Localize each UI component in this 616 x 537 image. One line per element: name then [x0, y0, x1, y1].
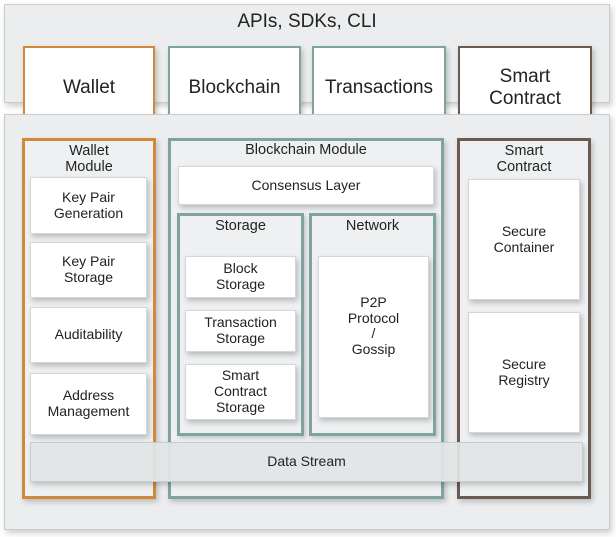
key-pair-storage-box: Key Pair Storage	[30, 242, 147, 298]
smart-contract-storage-line3: Storage	[215, 398, 266, 415]
transaction-storage-line2: Storage	[215, 330, 266, 346]
smart-contract-top-label-line1: Smart	[499, 66, 551, 88]
secure-registry-line2: Registry	[498, 371, 550, 388]
key-pair-storage-line2: Storage	[63, 269, 114, 285]
p2p-line1: P2P	[360, 294, 387, 310]
smart-contract-top-label-line2: Contract	[489, 87, 561, 109]
blockchain-module-title: Blockchain Module	[245, 141, 367, 158]
secure-registry-line1: Secure	[501, 355, 547, 372]
data-stream-bar: Data Stream	[30, 442, 583, 482]
smart-contract-storage-line1: Smart	[221, 367, 260, 384]
transactions-top-label: Transactions	[324, 76, 434, 98]
block-storage-box: Block Storage	[185, 256, 296, 298]
secure-registry-box: Secure Registry	[468, 312, 580, 433]
p2p-protocol-box: P2P Protocol / Gossip	[318, 256, 429, 418]
p2p-line3: /	[371, 325, 376, 342]
auditability-label: Auditability	[54, 326, 123, 343]
address-management-box: Address Management	[30, 373, 147, 435]
smart-contract-storage-box: Smart Contract Storage	[185, 364, 296, 420]
wallet-module-title: Wallet Module	[22, 143, 156, 175]
smart-contract-module-title-line2: Contract	[496, 159, 552, 176]
p2p-line4: Gossip	[351, 341, 396, 358]
wallet-module-title-line1: Wallet	[69, 143, 109, 159]
auditability-box: Auditability	[30, 307, 147, 363]
key-pair-storage-line1: Key Pair	[62, 253, 115, 270]
wallet-module-title-line2: Module	[65, 159, 113, 176]
key-pair-generation-box: Key Pair Generation	[30, 177, 147, 234]
transaction-storage-box: Transaction Storage	[185, 310, 296, 352]
p2p-line2: Protocol	[347, 309, 400, 326]
consensus-layer-box: Consensus Layer	[178, 166, 434, 205]
blockchain-top-label: Blockchain	[188, 76, 281, 98]
wallet-top-label: Wallet	[62, 76, 116, 98]
address-management-line1: Address	[62, 387, 115, 404]
network-title: Network	[345, 217, 400, 234]
address-management-line2: Management	[47, 403, 130, 419]
transaction-storage-line1: Transaction	[204, 314, 277, 331]
key-pair-generation-line1: Key Pair	[62, 188, 115, 205]
smart-contract-storage-line2: Contract	[214, 383, 267, 400]
data-stream-label: Data Stream	[267, 453, 346, 470]
secure-container-line1: Secure	[501, 222, 547, 239]
block-storage-line1: Block	[223, 260, 258, 277]
storage-title: Storage	[215, 217, 266, 234]
secure-container-box: Secure Container	[468, 179, 580, 300]
smart-contract-module-title-line1: Smart	[504, 143, 544, 159]
consensus-layer-label: Consensus Layer	[251, 176, 361, 193]
smart-contract-module-title: Smart Contract	[457, 143, 591, 175]
key-pair-generation-line2: Generation	[53, 204, 124, 221]
secure-container-line2: Container	[493, 238, 555, 255]
api-layer-title: APIs, SDKs, CLI	[237, 11, 377, 32]
block-storage-line2: Storage	[215, 276, 266, 292]
